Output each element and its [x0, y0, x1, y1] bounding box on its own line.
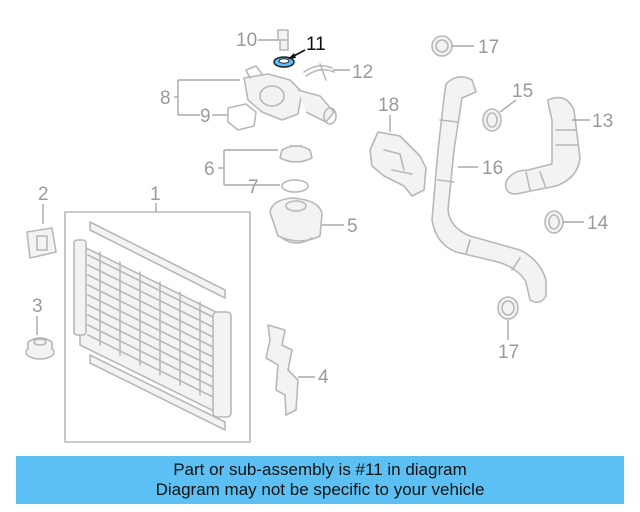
callout-5: 5 [347, 216, 358, 237]
callout-1: 1 [150, 184, 161, 205]
clamp-part-14 [544, 210, 564, 234]
gasket-part-9 [227, 103, 257, 131]
callout-16: 16 [482, 158, 503, 179]
banner-line-part-number: Part or sub-assembly is #11 in diagram [173, 460, 467, 479]
bracket-part-4 [265, 324, 299, 416]
callout-17-bottom: 17 [498, 342, 519, 363]
expansion-tank-part-5 [269, 197, 323, 244]
info-banner: Part or sub-assembly is #11 in diagram D… [16, 456, 624, 504]
callout-17-top: 17 [478, 37, 499, 58]
callout-6: 6 [204, 159, 215, 180]
seal-part-7 [281, 179, 309, 193]
callout-3: 3 [32, 296, 43, 317]
sensor-part-10 [277, 29, 289, 51]
banner-line-disclaimer: Diagram may not be specific to your vehi… [155, 480, 485, 499]
grommet-part-3 [25, 337, 55, 360]
thermostat-housing-part-8 [243, 65, 337, 125]
hose-part-13 [504, 96, 581, 195]
callout-11: 11 [306, 34, 326, 55]
callout-10: 10 [236, 30, 257, 51]
bracket-part-18 [369, 131, 427, 197]
radiator-part [64, 211, 251, 443]
callout-2: 2 [38, 184, 49, 205]
hose-part-16 [431, 76, 547, 304]
callout-4: 4 [318, 367, 329, 388]
callout-12: 12 [352, 62, 373, 83]
o-ring-part-11 [273, 56, 295, 68]
callout-14: 14 [587, 213, 609, 234]
parts-diagram: 1 2 3 4 5 6 7 8 [25, 29, 613, 443]
callout-9: 9 [200, 106, 211, 127]
clamp-part-17-top [431, 35, 453, 57]
callout-18: 18 [378, 95, 399, 116]
callout-8: 8 [160, 88, 171, 109]
clamp-part-17-bottom [497, 296, 519, 320]
clamp-part-15 [482, 108, 502, 132]
mount-part-2 [26, 227, 57, 259]
cap-part-6 [279, 145, 313, 163]
clip-part-12 [303, 63, 335, 81]
callout-15: 15 [512, 81, 533, 102]
callout-7: 7 [248, 177, 259, 198]
callout-13: 13 [592, 111, 613, 132]
